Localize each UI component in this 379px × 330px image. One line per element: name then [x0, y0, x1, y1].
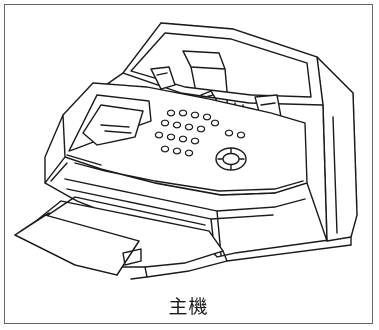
- fax-machine-illustration: [14, 22, 358, 280]
- output-tray: [14, 196, 228, 280]
- figure-frame: 主機: [4, 4, 373, 324]
- base: [226, 236, 352, 262]
- numeric-keypad: [154, 109, 246, 157]
- navigation-dial: [215, 147, 247, 171]
- figure-caption: 主機: [168, 296, 209, 318]
- display-window: [82, 104, 144, 146]
- control-panel: [62, 82, 308, 196]
